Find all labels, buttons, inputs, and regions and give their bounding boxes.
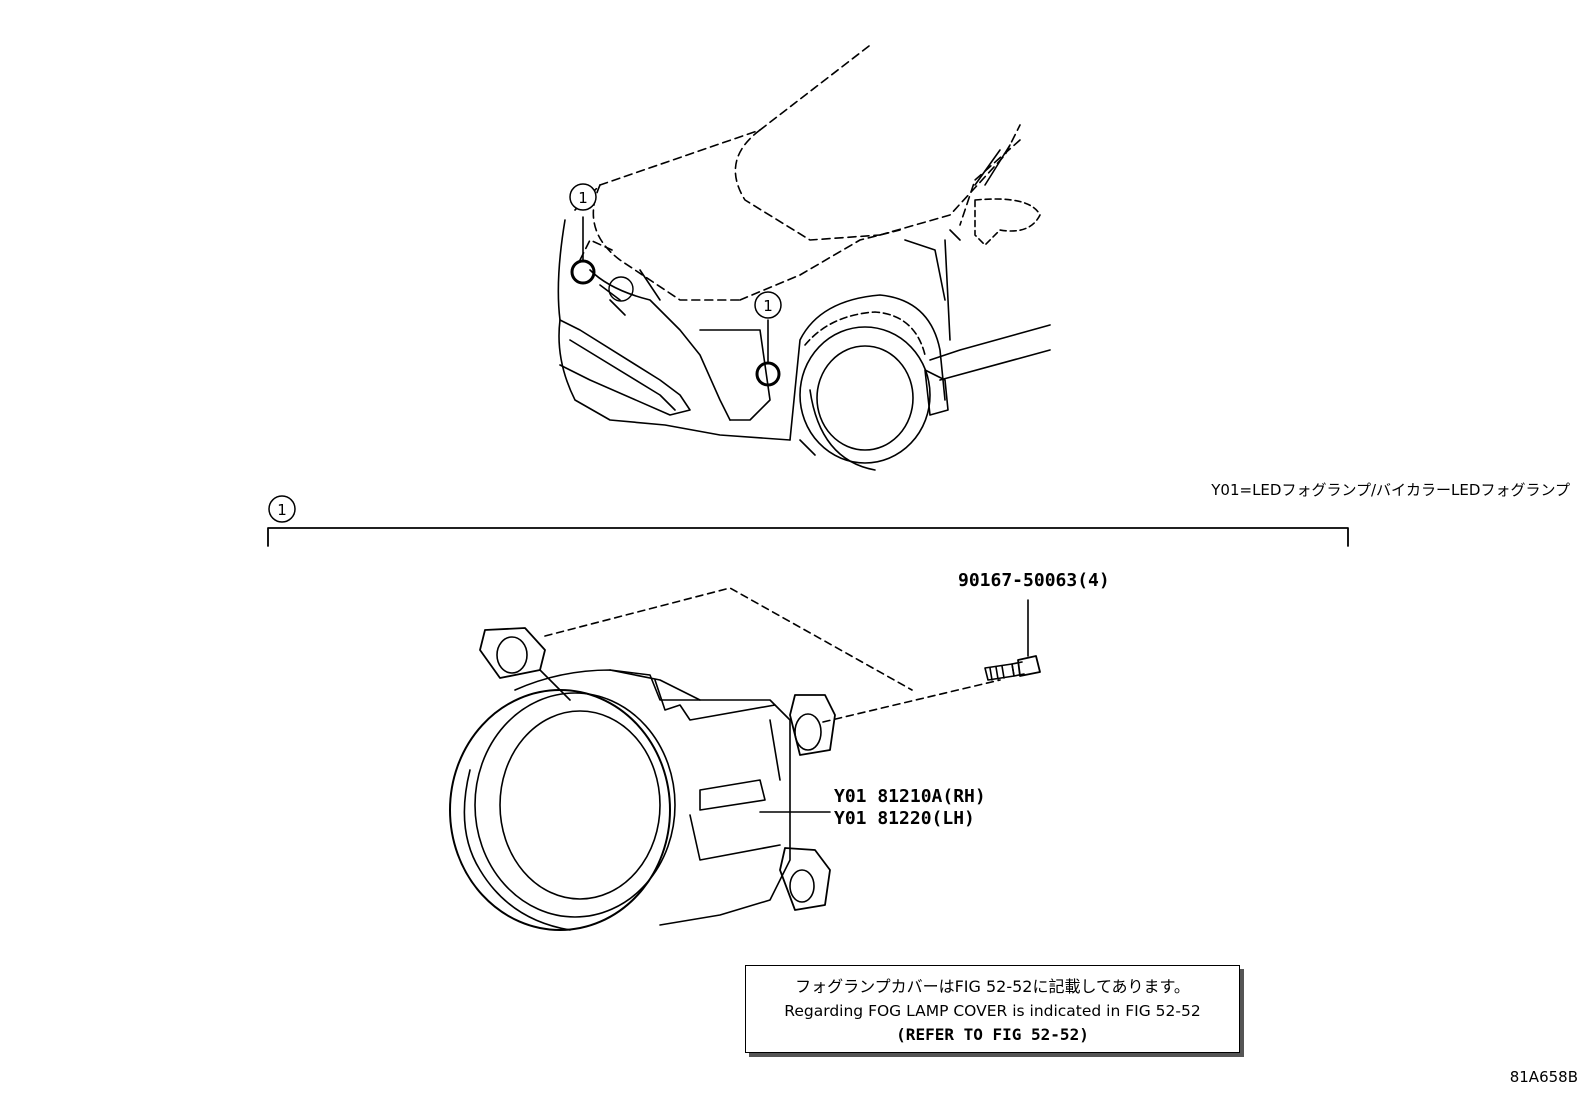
figure-code: 81A658B	[1510, 1068, 1578, 1086]
callout-number: 1	[578, 189, 588, 207]
note-line-japanese: フォグランプカバーはFIG 52-52に記載してあります。	[795, 977, 1190, 996]
lamp-lh-part-number[interactable]: Y01 81220(LH)	[834, 808, 975, 829]
callout-1-assembly: 1	[268, 495, 296, 523]
fog-lamp-drawing	[449, 627, 836, 931]
assembly-bracket	[267, 527, 1349, 547]
callout-1-vehicle-a: 1	[569, 183, 597, 211]
callout-number: 1	[763, 297, 773, 315]
note-line-reference[interactable]: (REFER TO FIG 52-52)	[896, 1025, 1089, 1044]
fog-lamp-location-marker	[608, 276, 634, 302]
alignment-line-lower	[822, 679, 1001, 723]
note-line-english: Regarding FOG LAMP COVER is indicated in…	[784, 1002, 1201, 1020]
bolt-part-number[interactable]: 90167-50063(4)	[958, 570, 1110, 591]
lamp-rh-part-number[interactable]: Y01 81210A(RH)	[834, 786, 986, 807]
alignment-line-upper	[544, 587, 913, 691]
callout-number: 1	[277, 501, 287, 519]
variant-legend: Y01=LEDフォグランプ/バイカラーLEDフォグランプ	[1210, 481, 1570, 499]
callout-1-vehicle-b: 1	[754, 291, 782, 319]
fog-lamp-location-rh	[570, 259, 596, 285]
vehicle-outline	[557, 45, 1051, 471]
bolt-drawing	[984, 655, 1041, 681]
reference-note-box: フォグランプカバーはFIG 52-52に記載してあります。 Regarding …	[745, 965, 1240, 1053]
